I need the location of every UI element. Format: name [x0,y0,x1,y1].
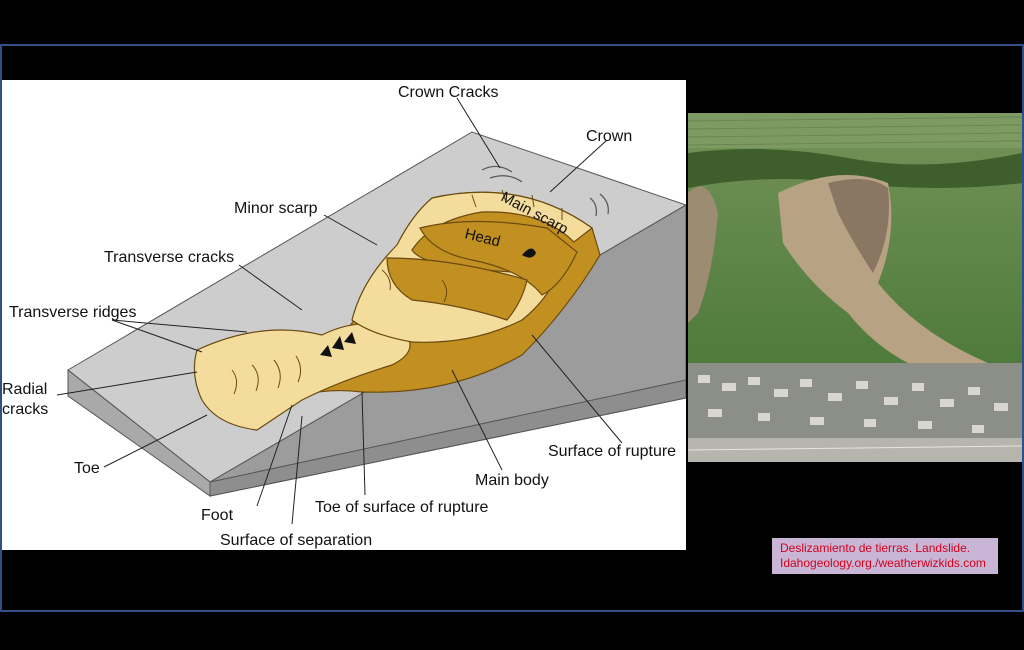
field-rows [688,116,1022,146]
transverse-cracks-label: Transverse cracks [104,249,234,266]
highway-lane [688,445,1022,451]
crown-cracks-label: Crown Cracks [398,84,498,101]
crown-cracks-marks [481,165,609,217]
landslide-toe-foot [193,323,411,431]
minor-scarp-label: Minor scarp [234,200,318,217]
caption-line-1: Deslizamiento de tierras. Landslide. [780,541,971,555]
caption-line-2: Idahogeology.org./weatherwizkids.com [780,556,986,570]
surface-of-separation-label: Surface of separation [220,532,372,549]
landslide-scar-shadow [828,179,889,273]
dark-vegetation [688,149,1022,188]
crown-label: Crown [586,128,632,145]
radial-cracks-label-line2: cracks [2,401,48,418]
slide-top-border [0,44,1024,46]
left-cliff [688,186,718,323]
landslide-scar [778,175,988,378]
town-area [688,363,1022,438]
landslide-photo [688,113,1022,462]
landslide-head-block [419,220,578,296]
highway [688,438,1022,462]
main-body-label: Main body [475,472,549,489]
farm-fields [688,113,1022,153]
toe-of-surface-of-rupture-label: Toe of surface of rupture [315,499,489,516]
landslide-diagram: Main scarp Head Crown Cracks Crown Minor… [2,80,686,550]
transverse-crack-strokes [231,189,563,395]
leader-lines [56,97,623,525]
slide-right-border [1022,45,1024,612]
photo-caption: Deslizamiento de tierras. Landslide. Ida… [772,538,998,574]
toe-label: Toe [74,460,100,477]
landslide-middle-band [386,257,528,321]
surface-of-rupture-label: Surface of rupture [548,443,676,460]
radial-cracks-label-line1: Radial [2,381,47,398]
houses [698,375,1008,433]
crack-wedges [320,248,536,357]
foot-label: Foot [201,507,234,524]
transverse-ridges-label: Transverse ridges [9,304,136,321]
slope-base-face [209,379,686,497]
slide-left-border [0,45,2,612]
slide-bottom-border [0,610,1024,612]
